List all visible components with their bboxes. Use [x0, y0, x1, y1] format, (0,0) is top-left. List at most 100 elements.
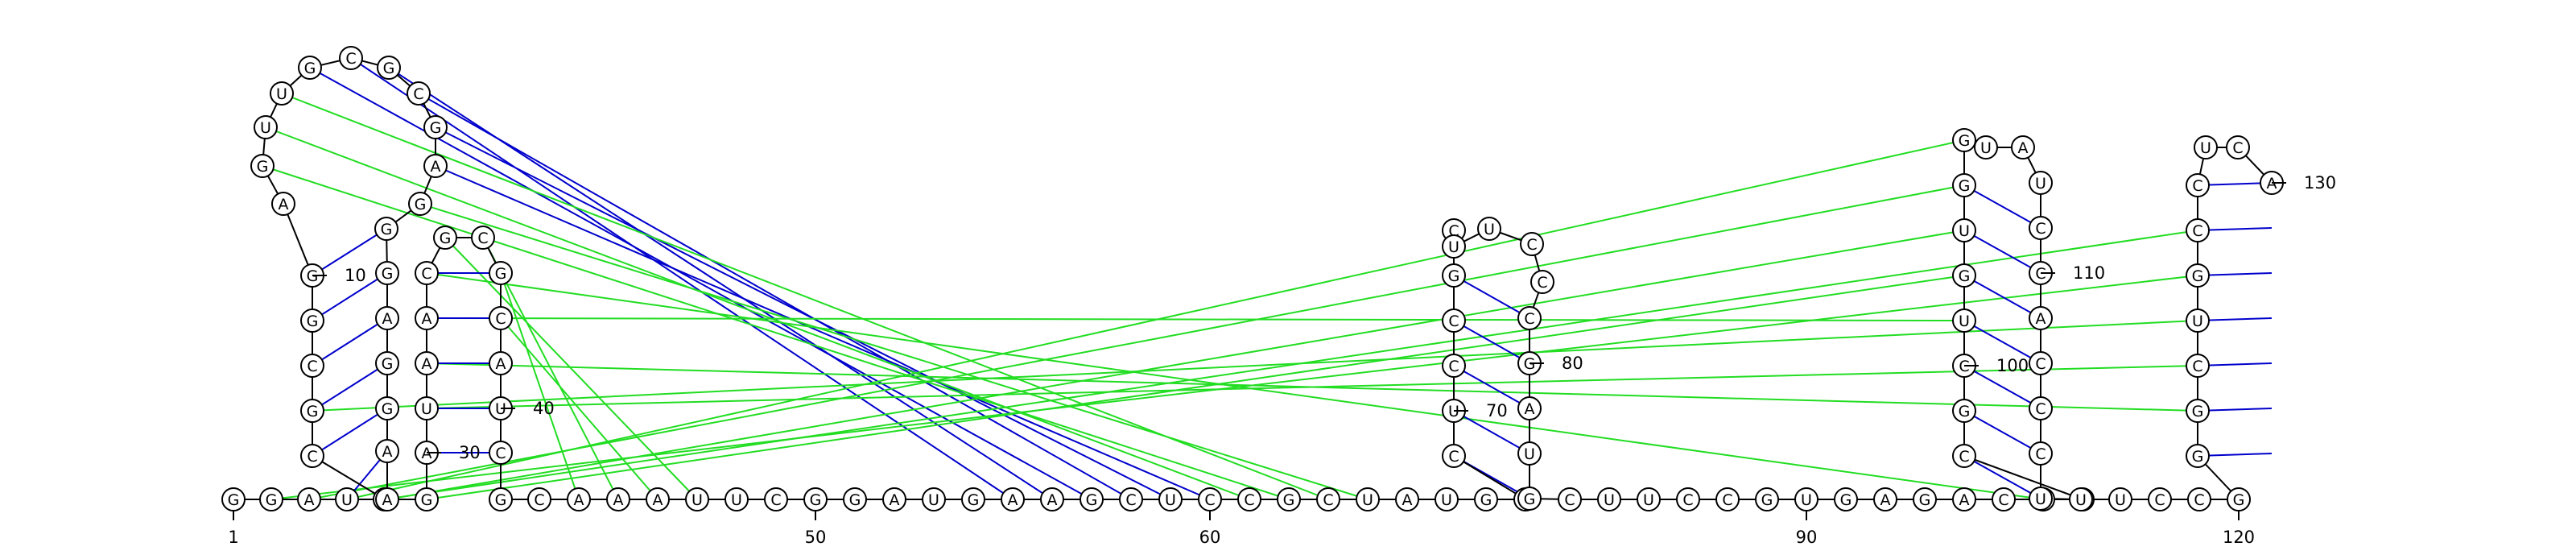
nucleotide-letter: U — [421, 400, 432, 418]
nucleotide-letter: C — [2192, 358, 2202, 375]
nucleotide-letter: C — [1537, 274, 1547, 292]
nucleotide: G — [377, 56, 401, 80]
nucleotide: U — [2029, 171, 2053, 195]
nucleotide-letter: G — [304, 60, 316, 77]
backbone-path — [233, 56, 2273, 500]
nucleotide: C — [489, 306, 513, 330]
nucleotide: U — [1442, 234, 1466, 259]
nucleotide-letter: G — [1480, 491, 1492, 509]
svg-text:60: 60 — [1199, 528, 1221, 547]
nucleotide-letter: U — [341, 491, 353, 509]
nucleotide: U — [2108, 487, 2132, 511]
nucleotide: G — [259, 487, 283, 511]
tertiary-interaction-line — [281, 93, 1329, 500]
nucleotide: G — [2186, 263, 2210, 288]
nucleotide-letter: G — [968, 491, 980, 509]
nucleotide: G — [415, 487, 439, 511]
nucleotide-letter: C — [770, 491, 781, 509]
nucleotide: U — [335, 487, 359, 511]
base-pair-line — [2197, 317, 2273, 321]
nucleotide-letter: G — [1283, 491, 1295, 509]
nucleotide-letter: G — [382, 355, 394, 373]
nucleotide: G — [374, 217, 398, 241]
tertiary-interaction-line — [500, 317, 658, 500]
nucleotide-letter: A — [890, 491, 900, 509]
nucleotide: U — [270, 81, 294, 106]
nucleotide-letter: A — [279, 196, 289, 213]
nucleotide: G — [433, 226, 457, 250]
base-pair-line — [2197, 408, 2273, 412]
nucleotide-letter: U — [1524, 445, 1535, 463]
nucleotide-letter: C — [1244, 491, 1254, 509]
nucleotide-letter: A — [382, 491, 393, 509]
base-pair-line — [312, 228, 387, 276]
nucleotide-letter: C — [1526, 236, 1537, 254]
nucleotide-letter: U — [1441, 491, 1452, 509]
nucleotide: A — [1952, 487, 1976, 511]
nucleotide-letter: C — [307, 448, 317, 466]
base-pair-line — [312, 408, 388, 457]
nucleotide-letter: U — [1959, 313, 1970, 330]
nucleotide: G — [489, 261, 513, 285]
nucleotide-letter: C — [2035, 355, 2046, 373]
nucleotide: G — [250, 154, 275, 178]
index-label: 60 — [1199, 511, 1221, 547]
nucleotide-letter: G — [382, 400, 394, 418]
tertiary-interaction-line — [435, 126, 1171, 500]
nucleotide-letter: G — [810, 491, 822, 509]
nucleotide: C — [1715, 487, 1740, 511]
nucleotide: C — [1558, 487, 1582, 511]
nucleotide: G — [2227, 487, 2251, 511]
tertiary-interaction-line — [419, 203, 1368, 500]
nucleotide-letter: C — [345, 50, 356, 68]
tertiary-interaction-line — [500, 272, 580, 500]
svg-text:110: 110 — [2073, 263, 2105, 283]
nucleotide-letter: C — [477, 230, 488, 247]
nucleotide-letter: G — [1761, 491, 1773, 509]
nucleotide: G — [1952, 173, 1976, 197]
nucleotide: U — [2029, 487, 2053, 511]
nucleotide-letter: A — [1880, 491, 1891, 509]
nucleotide: C — [1198, 487, 1222, 511]
index-label: 90 — [1796, 511, 1817, 547]
tertiary-interaction-line — [426, 272, 2044, 500]
nucleotide-letter: U — [2075, 491, 2087, 509]
nucleotide: U — [724, 487, 749, 511]
nucleotide-letter: G — [1919, 491, 1931, 509]
nucleotide: A — [297, 487, 321, 511]
nucleotide-letter: G — [849, 491, 861, 509]
nucleotide: U — [415, 396, 439, 420]
nucleotide-letter: C — [2194, 491, 2204, 509]
nucleotide: A — [375, 487, 399, 511]
base-pair-line — [2197, 362, 2273, 366]
nucleotide: A — [1517, 396, 1542, 420]
nucleotide-letter: G — [430, 119, 442, 137]
nucleotide: A — [606, 487, 630, 511]
base-pair-line — [1963, 410, 2041, 454]
nucleotide: C — [1517, 306, 1542, 330]
nucleotide: G — [375, 351, 399, 375]
nucleotide-letter: G — [1959, 132, 1971, 150]
nucleotide: C — [2029, 216, 2053, 240]
nucleotide-letter: G — [1840, 491, 1852, 509]
nucleotide-letter: G — [257, 158, 269, 176]
nucleotide-letter: C — [1564, 491, 1575, 509]
nucleotide: A — [1395, 487, 1419, 511]
nucleotide-letter: A — [574, 491, 584, 509]
nucleotide: G — [2186, 444, 2210, 468]
nucleotide-letter: U — [2200, 139, 2211, 157]
base-pair-line — [312, 317, 388, 366]
base-pair-line — [312, 272, 388, 321]
nucleotide-letter: C — [1204, 491, 1215, 509]
nucleotide: C — [1442, 354, 1466, 378]
nucleotide: C — [2148, 487, 2172, 511]
nucleotide: C — [2186, 173, 2210, 197]
nucleotide: U — [1974, 135, 1998, 159]
nucleotide-letter: A — [1047, 491, 1058, 509]
svg-text:10: 10 — [345, 266, 366, 285]
nucleotide: C — [1442, 444, 1466, 468]
nucleotide-letter: U — [1362, 491, 1373, 509]
index-label: 50 — [805, 511, 826, 547]
nucleotide: G — [298, 56, 322, 80]
tertiary-interaction-line — [426, 317, 1965, 321]
